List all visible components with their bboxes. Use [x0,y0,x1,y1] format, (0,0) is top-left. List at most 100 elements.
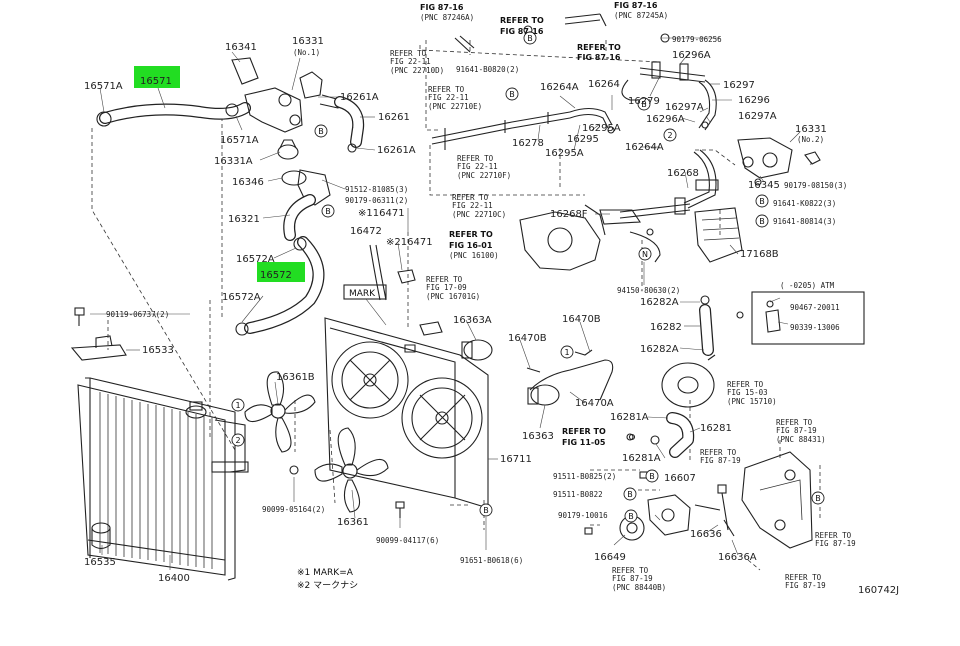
ref-line: (PNC 88440B) [612,583,666,592]
diagram-id: 160742J [858,585,899,596]
fan-motor-16363a [461,339,493,361]
part-label: 16361B [276,372,315,383]
part-label: 16295A [582,123,621,134]
part-label: 16268 [667,168,699,179]
part-label: 16636A [718,552,757,563]
hose-16264 [569,107,615,134]
hose-16281 [626,412,695,458]
ref-line: FIG 87-16 [420,3,464,12]
thermostat-16346 [277,139,307,186]
part-label: 16261A [377,145,416,156]
ref-line: REFER TO [428,85,465,94]
dashed-leader-lines [91,40,821,571]
ref-line: (PNC 16701G) [426,292,480,301]
part-label: 16331A [214,156,253,167]
ref-line: REFER TO [727,380,764,389]
part-label: 16281A [622,453,661,464]
reference-notes: FIG 87-16 (PNC 87246A) REFER TO FIG 87-1… [390,1,856,592]
part-label: 16295 [567,134,599,145]
part-label: 16607 [664,473,696,484]
ref-line: FIG 87-16 [577,53,621,62]
part-label: 90179-08150(3) [784,181,847,190]
part-label: 16321 [228,214,260,225]
part-label: 16571A [84,81,123,92]
ref-line: REFER TO [562,427,606,436]
part-label: 16470A [575,398,614,409]
part-label: 90339-13006 [790,323,840,332]
part-label: 90179-10016 [558,511,608,520]
hose-16296 [698,79,717,131]
small-bolts [584,178,762,535]
bracket-16607 [647,494,691,536]
part-label: 90467-20011 [790,303,840,312]
water-outlet-16331-no1 [231,57,341,133]
part-label: 91511-B0822 [553,490,603,499]
marker-b: B [759,217,765,226]
mark-label: MARK [349,289,376,299]
marker-b: B [527,34,533,43]
ref-line: FIG 22-11 [452,201,493,210]
part-label: 16261A [340,92,379,103]
ref-line: REFER TO [500,16,544,25]
atm-box [751,291,865,345]
ref-line: (PNC 22710D) [390,66,444,75]
ref-line: REFER TO [449,230,493,239]
part-label: 16297A [738,111,777,122]
part-label: 91641-K0822(3) [773,199,836,208]
part-label: 16297 [723,80,755,91]
ref-line: REFER TO [776,418,813,427]
part-label: (No.1) [293,48,320,57]
canister-15710 [661,354,716,408]
part-label: (No.2) [797,135,824,144]
part-label: 16711 [500,454,532,465]
ref-line: REFER TO [426,275,463,284]
part-label: 16649 [594,552,626,563]
marker-b: B [483,506,489,515]
marker-2: 2 [235,436,240,445]
ref-line: REFER TO [612,566,649,575]
ref-line: REFER TO [452,193,489,202]
part-label: 16533 [142,345,174,356]
part-label: 16572A [222,292,261,303]
pipe-16268 [619,149,719,219]
bolt-16636 [694,484,735,537]
marker-n: N [642,250,648,259]
part-label: 16281A [610,412,649,423]
part-label: 91511-B0825(2) [553,472,616,481]
ref-line: FIG 17-09 [426,283,467,292]
ref-line: FIG 22-11 [457,162,498,171]
part-label: 16470B [562,314,601,325]
reservoir-hose-16472 [369,244,416,353]
part-label: 16279 [628,96,660,107]
ref-line: (PNC 87245A) [614,11,668,20]
nut-90099 [289,465,405,518]
ref-line: REFER TO [390,49,427,58]
marker-b: B [815,494,821,503]
ref-line: FIG 87-19 [776,426,817,435]
hose-16282 [699,295,714,356]
ref-line: FIG 87-19 [815,539,856,548]
part-label: 16297A [665,102,704,113]
part-label: 16346 [232,177,264,188]
ref-line: REFER TO [577,43,621,52]
mark-plate [343,284,443,336]
pipe-16279 [621,61,706,101]
part-label: 16331 [795,124,827,135]
highlight-16571 [134,66,180,88]
part-label: 16345 [748,180,780,191]
part-label: 16264A [625,142,664,153]
bracket-88431 [741,451,813,549]
part-label: 16296 [738,95,770,106]
ref-line: (PNC 22710C) [452,210,506,219]
part-label: 90099-04117(6) [376,536,439,545]
part-label: 94150-80630(2) [617,286,680,295]
bracket-16268f [599,209,661,263]
circled-markers: B B B B B B B B B B B B N 1 2 1 2 [231,31,825,523]
ref-line: REFER TO [785,573,822,582]
ref-line: FIG 15-03 [727,388,768,397]
insulator-17168b [694,207,743,263]
part-label-16572: 16572 [260,270,292,281]
marker-b: B [759,197,765,206]
